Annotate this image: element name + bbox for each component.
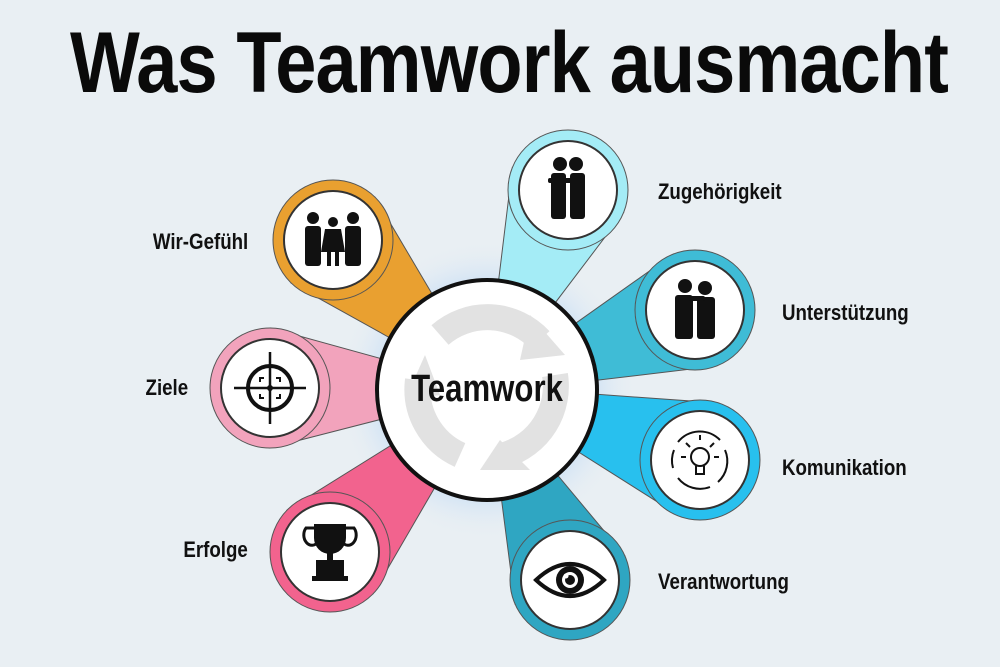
page-title: Was Teamwork ausmacht xyxy=(70,15,949,111)
center-circle xyxy=(375,278,599,502)
label-unterstuetzung: Unterstützung xyxy=(782,300,909,325)
icon-circle-4 xyxy=(518,140,618,240)
icon-circle-6 xyxy=(650,410,750,510)
trophy-icon xyxy=(302,524,358,581)
label-erfolge: Erfolge xyxy=(183,537,248,562)
hugging-people-icon xyxy=(548,157,585,219)
icon-circle-2 xyxy=(220,338,320,438)
eye-icon xyxy=(533,562,607,598)
icon-circle-3 xyxy=(280,502,380,602)
icon-circle-5 xyxy=(645,260,745,360)
label-verantwortung: Verantwortung xyxy=(658,569,789,594)
icon-circle-1 xyxy=(283,190,383,290)
crosshair-target-icon xyxy=(234,352,306,424)
icon-circle-7 xyxy=(520,530,620,630)
supporting-people-icon xyxy=(675,279,715,339)
label-wir-gefuehl: Wir-Gefühl xyxy=(152,229,248,254)
label-komunikation: Komunikation xyxy=(782,455,907,480)
lightbulb-cycle-icon xyxy=(670,430,729,490)
label-zugehoerigkeit: Zugehörigkeit xyxy=(658,179,782,204)
center-label: Teamwork xyxy=(411,368,563,410)
group-people-icon xyxy=(305,212,361,266)
label-ziele: Ziele xyxy=(145,375,188,400)
